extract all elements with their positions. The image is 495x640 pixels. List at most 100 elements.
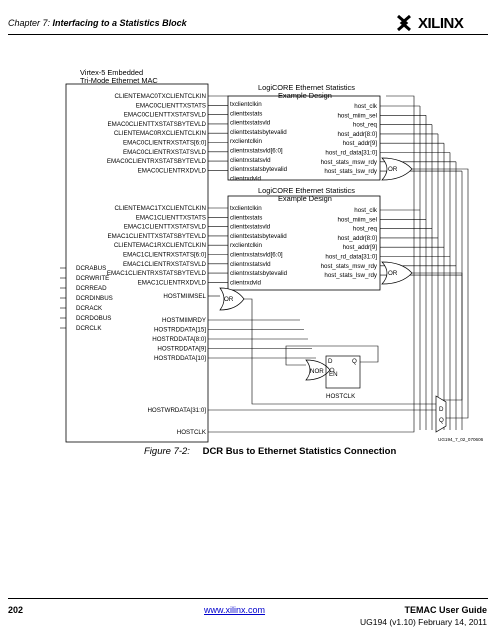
ff-en-label: EN xyxy=(329,371,338,378)
stats1-left-pin: clientrxstatsvld[6:0] xyxy=(230,252,283,259)
nor-label: NOR xyxy=(310,368,324,375)
ff-d-label: D xyxy=(328,358,333,365)
xilinx-link[interactable]: www.xilinx.com xyxy=(204,605,266,615)
stats1-left-pin: rxclientclkin xyxy=(230,242,263,249)
stats0-left-pin: rxclientclkin xyxy=(230,138,263,145)
dcr-pin: DCRDOBUS xyxy=(76,315,111,322)
emac0-pin: EMAC0CLIENTRXSTATSBYTEVLD xyxy=(107,158,207,165)
dcr-pin: DCRREAD xyxy=(76,285,107,292)
dcr-pin: DCRACK xyxy=(76,305,103,312)
figure-number: Figure 7-2: xyxy=(144,446,190,457)
ff-clk-label: HOSTCLK xyxy=(326,393,356,400)
stats-block-0 xyxy=(227,95,381,181)
mux-d-label: D xyxy=(439,406,444,413)
emac0-pin: EMAC0CLIENTTXSTATSVLD xyxy=(124,112,207,119)
stats0-right-pin: host_req xyxy=(353,122,378,129)
stats0-left-pin: clienttxstats xyxy=(230,110,262,117)
ff-q-label: Q xyxy=(352,358,357,365)
emac1-pin: EMAC1CLIENTTXSTATSBYTEVLD xyxy=(108,233,207,240)
stats1-right-pin: host_rd_data[31:0] xyxy=(325,254,377,261)
dcr-pin: DCRWRITE xyxy=(76,275,109,282)
stats1-left-pin: clienttxstatsbytevalid xyxy=(230,233,287,240)
stats0-right-pin: host_addr[9] xyxy=(343,140,378,147)
emac0-pin: EMAC0CLIENTTXSTATS xyxy=(136,102,206,109)
or-top-out-wire xyxy=(412,168,469,419)
ff-feedback-wire xyxy=(285,345,379,366)
hostclk-pin: HOSTCLK xyxy=(177,429,207,436)
emac1-pin: CLIENTEMAC1TXCLIENTCLKIN xyxy=(115,205,206,212)
nor-bubble xyxy=(329,367,335,373)
header-rule xyxy=(8,34,488,35)
hostclk-wire xyxy=(208,95,415,433)
doc-title: TEMAC User Guide xyxy=(404,605,487,615)
hostwrdata-pin: HOSTWRDATA[31:0] xyxy=(147,407,206,414)
stats0-right-pin: host_rd_data[31:0] xyxy=(325,150,377,157)
flip-flop xyxy=(325,355,361,389)
emac0-pin: EMAC0CLIENTRXSTATSVLD xyxy=(123,149,207,156)
stats1-left-pin: clientrxstatsbytevalid xyxy=(230,270,288,277)
stats0-right-pin: host_stats_msw_rdy xyxy=(321,159,378,166)
emac0-pin: EMAC0CLIENTTXSTATSBYTEVLD xyxy=(108,121,207,128)
stats1-left-pin: clientrxdvld xyxy=(230,279,262,286)
emac1-pin: EMAC1CLIENTTXSTATSVLD xyxy=(124,224,207,231)
host-pin: HOSTMIIMRDY xyxy=(162,317,206,324)
host-pin: HOSTMIIMSEL xyxy=(163,293,206,300)
page-header: Chapter 7: Interfacing to a Statistics B… xyxy=(8,18,187,28)
emac1-pin: EMAC1CLIENTRXSTATSVLD xyxy=(123,261,207,268)
stats0-left-pin: clienttxstatsbytevalid xyxy=(230,129,287,136)
stats0-right-pin: host_stats_lsw_rdy xyxy=(324,168,378,175)
emac0-pin: EMAC0CLIENTRXSTATS[6:0] xyxy=(123,140,206,147)
stats0-left-pin: clientrxdvld xyxy=(230,175,262,182)
stats0-left-pin: txclientclkin xyxy=(230,101,262,108)
emac1-pin: CLIENTEMAC1RXCLIENTCLKIN xyxy=(114,242,206,249)
stats0-right-pin: host_clk xyxy=(354,103,378,110)
stats1-left-pin: clientrxstatsvld xyxy=(230,261,271,268)
emac1-pin: EMAC1CLIENTRXSTATSBYTEVLD xyxy=(107,270,207,277)
host-pin: HOSTRDDATA[10] xyxy=(154,355,206,362)
stats1-title-2: Example Design xyxy=(278,194,332,203)
stats1-right-pin: host_stats_lsw_rdy xyxy=(324,272,378,279)
mux xyxy=(435,395,447,433)
stats0-right-pin: host_addr[8:0] xyxy=(337,131,377,138)
footer-rule xyxy=(8,598,488,599)
stats-block-1 xyxy=(227,195,381,291)
xilinx-logo-icon xyxy=(397,14,411,32)
mac-title-2: Tri-Mode Ethernet MAC xyxy=(80,76,158,85)
emac1-pin: EMAC1CLIENTTXSTATS xyxy=(136,214,206,221)
emac0-pin: CLIENTEMAC0TXCLIENTCLKIN xyxy=(115,93,206,100)
stats1-right-pin: host_req xyxy=(353,226,378,233)
or-bot-out-wire xyxy=(412,272,463,401)
stats1-right-pin: host_stats_msw_rdy xyxy=(321,263,378,270)
stats1-right-pin: host_clk xyxy=(354,207,378,214)
mac-block xyxy=(65,83,209,443)
or-gate-top-label: OR xyxy=(388,166,398,173)
or-gate-mid xyxy=(219,287,245,311)
stats1-left-pin: clienttxstats xyxy=(230,214,262,221)
mux-q-label: Q xyxy=(439,417,444,424)
host-pin: HOSTRDDATA[15] xyxy=(154,327,206,334)
mac-title-1: Virtex-5 Embedded xyxy=(80,68,143,77)
figure-caption: Figure 7-2: DCR Bus to Ethernet Statisti… xyxy=(144,446,396,457)
stats1-right-pin: host_addr[9] xyxy=(343,244,378,251)
chapter-number: Chapter 7: xyxy=(8,18,51,28)
xilinx-logo-text: XILINX xyxy=(418,15,464,32)
chapter-title: Interfacing to a Statistics Block xyxy=(52,18,187,28)
stats0-title-2: Example Design xyxy=(278,91,332,100)
emac1-pin: EMAC1CLIENTRXDVLD xyxy=(138,279,207,286)
stats0-right-pin: host_miim_sel xyxy=(337,112,377,119)
emac1-pin: EMAC1CLIENTRXSTATS[6:0] xyxy=(123,252,206,259)
nor-gate xyxy=(305,359,331,381)
stats0-left-pin: clienttxstatsvld xyxy=(230,120,271,127)
stats1-right-pin: host_miim_sel xyxy=(337,216,377,223)
stats0-title-1: LogiCORE Ethernet Statistics xyxy=(258,83,355,92)
figure-id: UG194_7_02_070606 xyxy=(438,437,484,442)
doc-subtitle: UG194 (v1.10) February 14, 2011 xyxy=(360,617,487,627)
or-mid-out-wire xyxy=(244,298,436,405)
stats1-left-pin: clienttxstatsvld xyxy=(230,224,271,231)
dcr-pin: DCRCLK xyxy=(76,325,102,332)
host-pin: HOSTRDDATA[9] xyxy=(157,346,206,353)
stats1-left-pin: txclientclkin xyxy=(230,205,262,212)
stats1-right-pin: host_addr[8:0] xyxy=(337,235,377,242)
or-gate-top xyxy=(381,157,413,181)
